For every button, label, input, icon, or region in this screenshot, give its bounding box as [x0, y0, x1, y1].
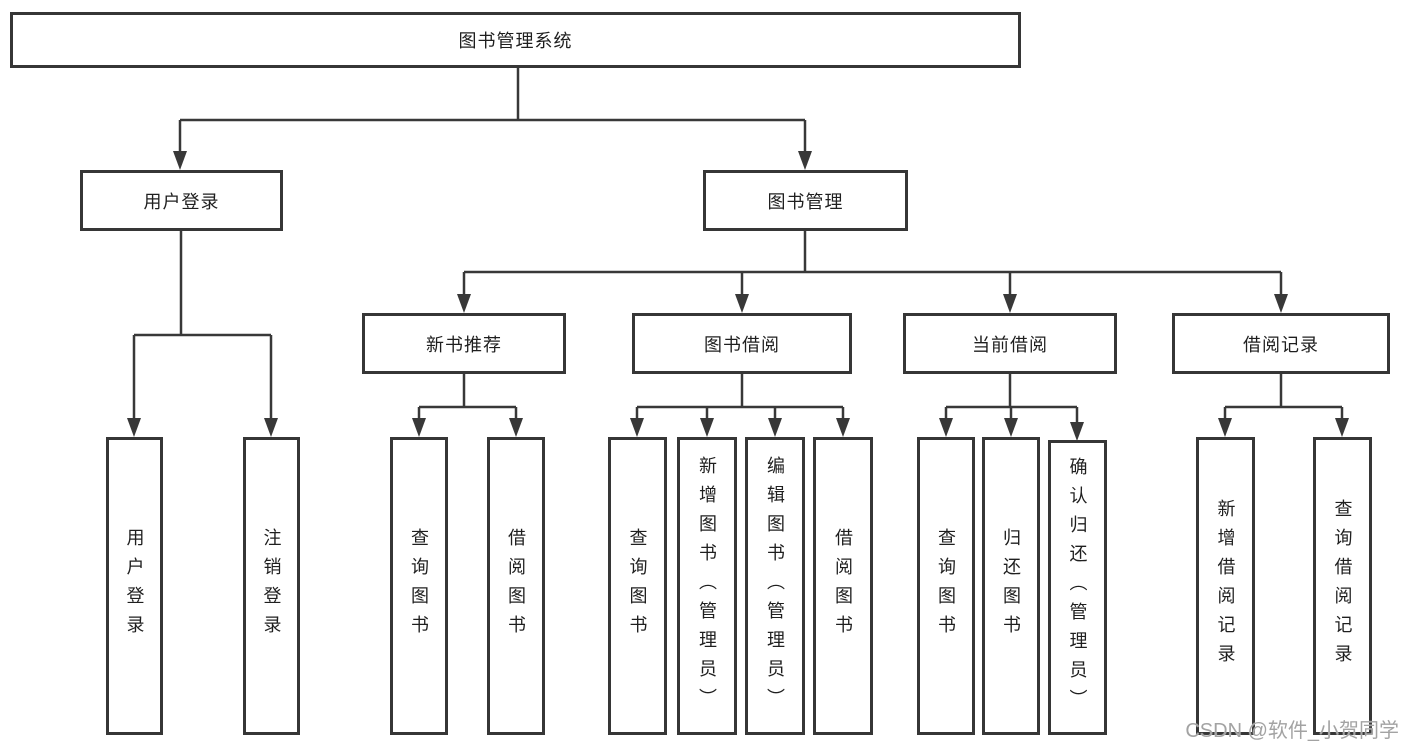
node-label: 借阅图书 — [833, 528, 853, 644]
arrow-down-icon — [457, 294, 471, 313]
node-borrow-books-2: 借阅图书 — [813, 437, 873, 735]
node-label: 归还图书 — [1001, 528, 1021, 644]
node-label: 用户登录 — [124, 528, 145, 644]
node-label: 借阅图书 — [506, 528, 526, 644]
node-label: 借阅记录 — [1243, 334, 1319, 355]
arrow-down-icon — [173, 151, 187, 170]
node-add-books-admin: 新增图书（管理员） — [677, 437, 737, 735]
node-query-books-3: 查询图书 — [917, 437, 975, 735]
arrow-down-icon — [939, 418, 953, 437]
node-confirm-return-admin: 确认归还（管理员） — [1048, 440, 1107, 735]
node-label: 图书管理系统 — [458, 31, 573, 51]
arrow-down-icon — [1070, 422, 1084, 441]
node-label: 当前借阅 — [972, 334, 1048, 355]
arrow-down-icon — [735, 294, 749, 313]
arrow-down-icon — [630, 418, 644, 437]
node-logout: 注销登录 — [243, 437, 300, 735]
node-borrowing-records: 借阅记录 — [1172, 313, 1390, 374]
arrow-down-icon — [1274, 294, 1288, 313]
arrow-down-icon — [412, 418, 426, 437]
node-root: 图书管理系统 — [10, 12, 1021, 68]
node-label: 确认归还（管理员） — [1067, 457, 1088, 718]
node-current-borrowing: 当前借阅 — [903, 313, 1117, 374]
node-label: 新增借阅记录 — [1215, 499, 1236, 673]
arrow-down-icon — [798, 151, 812, 170]
node-label: 图书管理 — [767, 191, 844, 212]
node-label: 新书推荐 — [426, 334, 502, 355]
node-book-management: 图书管理 — [703, 170, 908, 231]
watermark: CSDN @软件_小贺同学 — [1185, 720, 1399, 742]
arrow-down-icon — [509, 418, 523, 437]
node-return-books: 归还图书 — [982, 437, 1040, 735]
node-label: 查询借阅记录 — [1332, 499, 1353, 673]
arrow-down-icon — [1335, 418, 1349, 437]
arrow-down-icon — [1004, 418, 1018, 437]
arrow-down-icon — [1003, 294, 1017, 313]
arrow-down-icon — [264, 418, 278, 437]
arrow-down-icon — [700, 418, 714, 437]
node-label: 查询图书 — [936, 528, 956, 644]
node-new-book-recommend: 新书推荐 — [362, 313, 566, 374]
node-user-login: 用户登录 — [80, 170, 283, 231]
node-add-borrow-record: 新增借阅记录 — [1196, 437, 1255, 735]
arrow-down-icon — [127, 418, 141, 437]
node-label: 查询图书 — [627, 528, 648, 644]
node-query-borrow-record: 查询借阅记录 — [1313, 437, 1372, 735]
arrow-down-icon — [768, 418, 782, 437]
node-label: 用户登录 — [143, 191, 220, 212]
node-edit-books-admin: 编辑图书（管理员） — [745, 437, 805, 735]
node-query-books-1: 查询图书 — [390, 437, 448, 735]
node-label: 编辑图书（管理员） — [765, 455, 785, 717]
arrow-down-icon — [1218, 418, 1232, 437]
arrow-down-icon — [836, 418, 850, 437]
node-query-books-2: 查询图书 — [608, 437, 667, 735]
node-borrow-books-1: 借阅图书 — [487, 437, 545, 735]
node-label: 图书借阅 — [704, 334, 780, 355]
node-label: 注销登录 — [261, 528, 282, 644]
node-book-borrowing: 图书借阅 — [632, 313, 852, 374]
node-label: 查询图书 — [409, 528, 429, 644]
node-login: 用户登录 — [106, 437, 163, 735]
node-label: 新增图书（管理员） — [697, 455, 717, 717]
